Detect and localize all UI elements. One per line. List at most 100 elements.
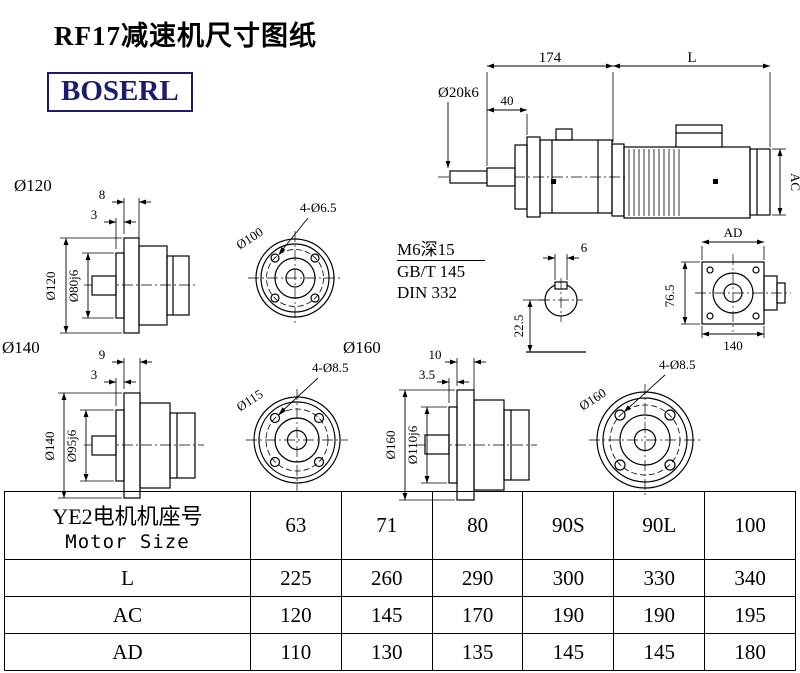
table-cell: 190 [522, 596, 615, 634]
motor-size-label-en: Motor Size [65, 530, 190, 553]
shaft-diameter-label: Ø20k6 [438, 85, 479, 101]
side-flange-outline [695, 254, 791, 332]
dim-8-label: 8 [99, 187, 106, 202]
table-row-AC: AC 120 145 170 190 190 195 [4, 596, 796, 634]
holes-leader-line [278, 217, 309, 255]
table-cell: 135 [431, 633, 524, 671]
dim-3-5-label: 3.5 [419, 367, 435, 382]
row-label-cell: L [4, 559, 251, 597]
table-cell: 145 [613, 633, 706, 671]
table-cell: 110 [250, 633, 342, 671]
flange140-heading: Ø140 [2, 338, 40, 357]
shaft-key-section-drawing: 6 22.5 [511, 240, 588, 353]
motor-cooling-fins [628, 149, 680, 216]
flange120-heading: Ø120 [14, 176, 52, 195]
table-cell: 130 [340, 633, 433, 671]
key-dimensions [523, 254, 586, 353]
table-header-cell: 90L [613, 491, 706, 560]
table-cell: 145 [340, 596, 433, 634]
brand-logo: BOSERL [47, 72, 193, 112]
table-cell: 170 [431, 596, 524, 634]
table-cell: 120 [250, 596, 342, 634]
dim-spigot110-label: Ø110j6 [405, 425, 420, 464]
table-cell: 180 [704, 633, 796, 671]
flange120-side-view: 8 3 Ø120 Ø80j6 [43, 187, 196, 334]
key-width-label: 6 [581, 240, 588, 255]
flange160-heading: Ø160 [343, 338, 381, 357]
flange120-front-view: 4-Ø6.5 Ø100 [233, 200, 342, 325]
key-depth-label: 22.5 [511, 315, 526, 338]
bolt-circle-115-label: Ø115 [234, 386, 266, 414]
flange160-side-view: 10 3.5 Ø160 Ø110j6 [383, 347, 537, 501]
table-row-L: L 225 260 290 300 330 340 [4, 559, 796, 597]
terminal-box [675, 124, 723, 148]
main-dimensions [445, 63, 786, 216]
flange160-front-outline [589, 384, 701, 496]
row-label-cell: AD [4, 633, 251, 671]
thread-spec: M6深15 [397, 239, 485, 261]
row-label-cell: AC [4, 596, 251, 634]
flange120-dimensions [60, 198, 151, 334]
flange140-front-outline [246, 389, 348, 491]
table-cell: 195 [704, 596, 796, 634]
dim-40-label: 40 [501, 93, 514, 108]
side-flange-dimensions [681, 239, 765, 338]
table-cell: 300 [522, 559, 615, 597]
flange140-outline [84, 392, 204, 499]
gearmotor-outline [438, 124, 771, 219]
bolt-circle-160-label: Ø160 [576, 385, 608, 413]
dim-L-label: L [687, 50, 696, 66]
page-title: RF17减速机尺寸图纸 [54, 21, 317, 51]
table-header-cell: 100 [704, 491, 796, 560]
dim-od120-label: Ø120 [43, 272, 58, 301]
flange160-front-view: 4-Ø8.5 Ø160 [576, 357, 701, 496]
table-cell: 330 [613, 559, 706, 597]
side-flange-drawing: AD 76.5 140 [662, 225, 791, 353]
dim-od140-label: Ø140 [42, 432, 57, 461]
table-cell: 340 [704, 559, 796, 597]
table-header-cell: 90S [522, 491, 615, 560]
thread-standard-din: DIN 332 [397, 283, 457, 302]
table-header-row: YE2电机机座号 Motor Size 63 71 80 90S 90L 100 [4, 491, 796, 560]
table-header-cell: 80 [431, 491, 524, 560]
flange140-front-view: 4-Ø8.5 Ø115 [234, 360, 348, 491]
motor-size-label-cn: YE2电机机座号 [52, 503, 203, 529]
holes-140-label: 4-Ø8.5 [312, 360, 348, 375]
motor-size-table: YE2电机机座号 Motor Size 63 71 80 90S 90L 100… [4, 491, 796, 671]
table-row-AD: AD 110 130 135 145 145 180 [4, 633, 796, 671]
table-cell: 225 [250, 559, 342, 597]
thread-note: M6深15 GB/T 145 DIN 332 [397, 239, 485, 303]
dim-spigot95-label: Ø95j6 [64, 429, 79, 462]
dim-3-label: 3 [91, 207, 98, 222]
flange140-dimensions [58, 358, 152, 499]
thread-standard-gb: GB/T 145 [397, 262, 466, 281]
holes-120-label: 4-Ø6.5 [300, 200, 336, 215]
holes-leader-line [623, 374, 666, 413]
dim-10-label: 10 [429, 347, 442, 362]
dim-AD-label: AD [724, 225, 743, 240]
dim-174-label: 174 [539, 50, 562, 66]
dim-76-5-label: 76.5 [662, 285, 677, 308]
table-cell: 260 [340, 559, 433, 597]
flange160-outline [417, 389, 537, 501]
dim-AC-label: AC [788, 173, 800, 191]
table-cell: 145 [522, 633, 615, 671]
fan-cover [749, 148, 771, 216]
table-cell: 190 [613, 596, 706, 634]
flange120-outline [84, 237, 196, 334]
table-header-cell: 63 [250, 491, 342, 560]
dim-140-label: 140 [723, 338, 743, 353]
dim-od160-label: Ø160 [383, 431, 398, 460]
holes-160-label: 4-Ø8.5 [659, 357, 695, 372]
dim-spigot80-label: Ø80j6 [66, 269, 81, 302]
bolt-circle-100-label: Ø100 [233, 224, 265, 252]
flange140-side-view: 9 3 Ø140 Ø95j6 [42, 347, 204, 499]
dim-3-label: 3 [91, 367, 98, 382]
table-cell: 290 [431, 559, 524, 597]
main-assembly-drawing: 174 L 40 Ø20k6 AC [438, 50, 800, 219]
dim-9-label: 9 [99, 347, 106, 362]
flange120-front-outline [248, 231, 342, 325]
holes-leader-line [278, 377, 319, 415]
table-header-cell: YE2电机机座号 Motor Size [4, 491, 251, 560]
